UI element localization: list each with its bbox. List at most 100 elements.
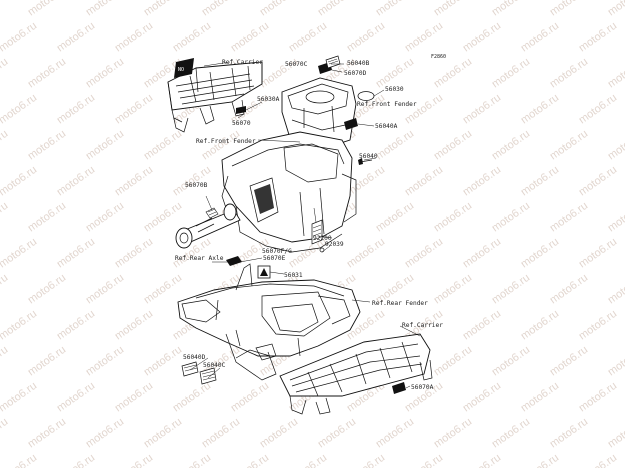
watermark-text: moto6.ru	[345, 20, 387, 55]
watermark-text: moto6.ru	[577, 164, 619, 199]
watermark-text: moto6.ru	[577, 308, 619, 343]
watermark-text: moto6.ru	[519, 164, 561, 199]
watermark-text: moto6.ru	[55, 92, 97, 127]
watermark-text: moto6.ru	[432, 416, 474, 451]
watermark-text: moto6.ru	[548, 416, 590, 451]
watermark-text: moto6.ru	[345, 236, 387, 271]
label-ref-carrier-top: Ref.Carrier	[222, 59, 263, 66]
label-ref-rear-fender: Ref.Rear Fender	[372, 300, 428, 307]
watermark-text: moto6.ru	[0, 56, 10, 91]
watermark-text: moto6.ru	[432, 0, 474, 18]
watermark-text: moto6.ru	[0, 416, 10, 451]
watermark-text: moto6.ru	[577, 380, 619, 415]
watermark-text: moto6.ru	[374, 0, 416, 18]
watermark-text: moto6.ru	[461, 380, 503, 415]
decal-56040C	[199, 367, 217, 385]
watermark-text: moto6.ru	[142, 0, 184, 18]
label-ref-front-fender-2: Ref.Front Fender	[196, 138, 256, 145]
watermark-text: moto6.ru	[26, 0, 68, 18]
label-56070: 56070	[232, 120, 251, 127]
watermark-text: moto6.ru	[0, 236, 39, 271]
watermark-text: moto6.ru	[490, 0, 532, 18]
watermark-text: moto6.ru	[374, 128, 416, 163]
watermark-text: moto6.ru	[461, 164, 503, 199]
watermark-text: moto6.ru	[490, 344, 532, 379]
svg-text:NO: NO	[178, 67, 184, 73]
watermark-text: moto6.ru	[142, 272, 184, 307]
watermark-text: moto6.ru	[432, 344, 474, 379]
watermark-text: moto6.ru	[113, 452, 155, 468]
watermark-text: moto6.ru	[287, 20, 329, 55]
label-56040: 56040	[359, 153, 378, 160]
watermark-text: moto6.ru	[200, 0, 242, 18]
watermark-text: moto6.ru	[606, 344, 625, 379]
label-56031: 56031	[284, 272, 303, 279]
watermark-text: moto6.ru	[577, 236, 619, 271]
watermark-text: moto6.ru	[113, 236, 155, 271]
watermark-text: moto6.ru	[142, 200, 184, 235]
watermark-text: moto6.ru	[0, 92, 39, 127]
watermark-text: moto6.ru	[26, 416, 68, 451]
label-56040D: 56040D	[183, 354, 206, 361]
watermark-text: moto6.ru	[519, 20, 561, 55]
watermark-text: moto6.ru	[171, 452, 213, 468]
watermark-text: moto6.ru	[374, 200, 416, 235]
watermark-text: moto6.ru	[26, 272, 68, 307]
watermark-text: moto6.ru	[0, 380, 39, 415]
watermark-text: moto6.ru	[0, 128, 10, 163]
label-56040C: 56040C	[203, 362, 226, 369]
label-56030A: 56030A	[257, 96, 280, 103]
watermark-text: moto6.ru	[84, 56, 126, 91]
watermark-text: moto6.ru	[287, 452, 329, 468]
watermark-text: moto6.ru	[606, 416, 625, 451]
decal-56031	[257, 265, 271, 279]
watermark-text: moto6.ru	[84, 344, 126, 379]
watermark-text: moto6.ru	[403, 92, 445, 127]
watermark-text: moto6.ru	[548, 128, 590, 163]
watermark-text: moto6.ru	[113, 20, 155, 55]
watermark-text: moto6.ru	[0, 452, 39, 468]
watermark-text: moto6.ru	[26, 128, 68, 163]
watermark-text: moto6.ru	[171, 380, 213, 415]
watermark-text: moto6.ru	[229, 452, 271, 468]
watermark-text: moto6.ru	[606, 128, 625, 163]
label-56070FG: 56070F/G	[262, 248, 292, 255]
watermark-text: moto6.ru	[0, 272, 10, 307]
watermark-text: moto6.ru	[0, 344, 10, 379]
watermark-text: moto6.ru	[84, 128, 126, 163]
watermark-text: moto6.ru	[0, 200, 10, 235]
decal-56040D	[181, 361, 199, 377]
watermark-text: moto6.ru	[229, 20, 271, 55]
watermark-text: moto6.ru	[0, 308, 39, 343]
bolt-56040	[358, 158, 373, 165]
watermark-text: moto6.ru	[432, 272, 474, 307]
part-labels: F2860 Ref.Carrier 56070C 56040B 56070D 5…	[175, 54, 446, 391]
watermark-text: moto6.ru	[0, 164, 39, 199]
decal-56040A	[344, 118, 358, 130]
label-56040A: 56040A	[375, 123, 398, 130]
watermark-text: moto6.ru	[200, 416, 242, 451]
watermark-text: moto6.ru	[26, 200, 68, 235]
watermark-text: moto6.ru	[142, 416, 184, 451]
rear-axle	[175, 203, 241, 249]
decal-56040B	[325, 55, 341, 69]
label-56070E: 56070E	[263, 255, 286, 262]
label-ref-front-fender-1: Ref.Front Fender	[357, 101, 417, 108]
watermark-text: moto6.ru	[606, 56, 625, 91]
watermark-text: moto6.ru	[548, 272, 590, 307]
decal-56030A	[236, 106, 246, 114]
watermark-text: moto6.ru	[84, 200, 126, 235]
watermark-text: moto6.ru	[403, 236, 445, 271]
label-56030: 56030	[385, 86, 404, 93]
watermark-text: moto6.ru	[316, 0, 358, 18]
decal-56070E	[226, 256, 242, 266]
watermark-text: moto6.ru	[113, 380, 155, 415]
watermark-text: moto6.ru	[55, 20, 97, 55]
rear-fender	[177, 263, 361, 381]
label-56070B: 56070B	[185, 182, 208, 189]
watermark-text: moto6.ru	[55, 308, 97, 343]
watermark-text: moto6.ru	[403, 20, 445, 55]
watermark-text: moto6.ru	[374, 416, 416, 451]
watermark-text: moto6.ru	[519, 236, 561, 271]
watermark-text: moto6.ru	[84, 0, 126, 18]
